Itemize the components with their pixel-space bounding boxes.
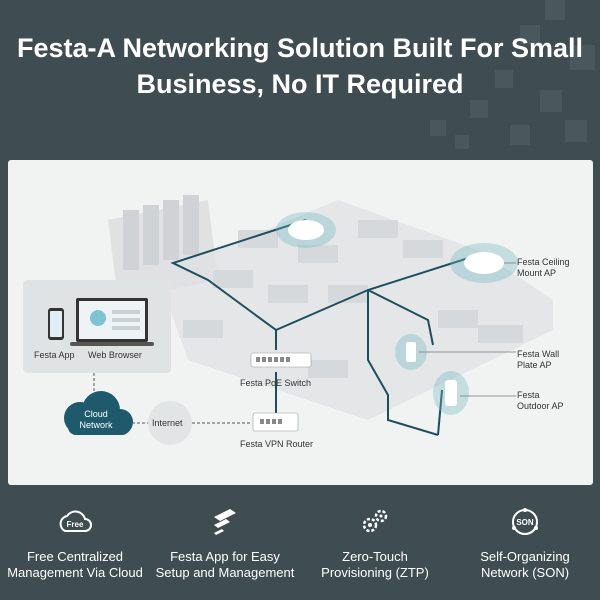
vpn-router-label: Festa VPN Router: [240, 439, 314, 449]
background-pixel-pattern: [0, 0, 600, 170]
vpn-router: [252, 412, 299, 432]
outdoor-ap-label: Festa Outdoor AP: [517, 390, 564, 411]
ceiling-ap-center: [276, 212, 336, 248]
free-cloud-icon: Free: [59, 510, 92, 532]
gears-icon: [362, 509, 388, 533]
poe-switch: [250, 352, 312, 368]
son-icon: SON: [512, 508, 538, 535]
wall-plate-ap: [395, 334, 427, 370]
web-browser-label: Web Browser: [88, 350, 142, 360]
svg-text:Free: Free: [67, 520, 84, 529]
ceiling-ap-right: [450, 243, 518, 283]
cloud-icon: [64, 391, 133, 435]
svg-text:SON: SON: [516, 518, 534, 527]
feature-ztp: Zero-Touch Provisioning (ZTP): [300, 505, 450, 581]
feature-festa-app: Festa App for Easy Setup and Management: [150, 505, 300, 581]
feature-son: SON Self-Organizing Network (SON): [450, 505, 600, 581]
wall-ap-label: Festa Wall Plate AP: [517, 349, 560, 370]
page-title: Festa-A Networking Solution Built For Sm…: [16, 33, 584, 99]
internet-node: [148, 401, 192, 445]
festa-app-icon: [214, 509, 236, 535]
network-cabling: [170, 219, 479, 436]
office-floorplan-illustration: [23, 195, 553, 445]
network-diagram: Festa App Web Browser Cloud Network Inte…: [8, 160, 593, 485]
cloud-network-label: Cloud Network: [79, 409, 113, 430]
feature-list: Free Free Centralized Management Via Clo…: [0, 505, 600, 595]
outdoor-ap: [433, 371, 469, 415]
internet-label: Internet: [152, 418, 183, 428]
ceiling-ap-label: Festa Ceiling Mount AP: [517, 257, 570, 278]
festa-app-label: Festa App: [34, 350, 75, 360]
poe-switch-label: Festa PoE Switch: [240, 378, 312, 388]
feature-free-cloud: Free Free Centralized Management Via Clo…: [0, 505, 150, 581]
